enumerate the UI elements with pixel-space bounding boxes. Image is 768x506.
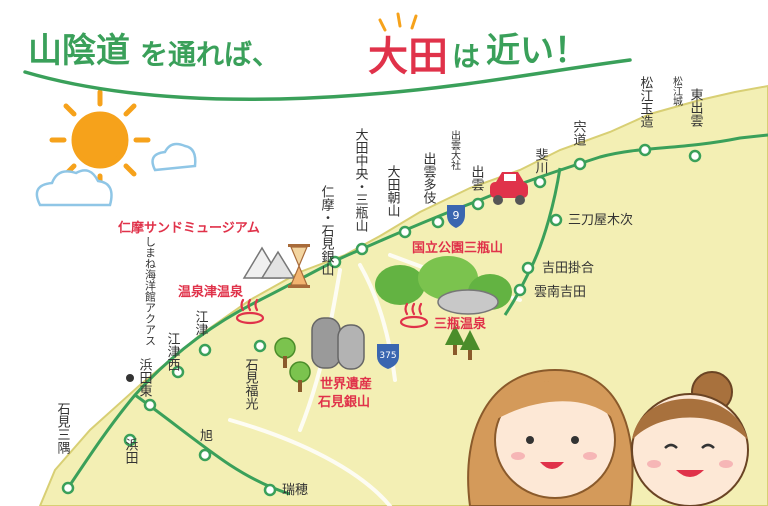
- label-shinji: 宍道: [571, 120, 587, 146]
- station-dot-iwami-fukumitsu: [253, 339, 267, 353]
- hourglass-icon: [288, 244, 310, 288]
- label-hikawa: 斐川: [533, 148, 549, 174]
- label-asahi: 旭: [200, 429, 213, 444]
- sparkle-lines: [378, 12, 418, 32]
- label-sanbe-park: 国立公園三瓶山: [412, 240, 503, 256]
- sanbe-mountains: [375, 256, 512, 315]
- label-sanbe-onsen: 三瓶温泉: [434, 316, 487, 332]
- label-mizuho: 瑞穂: [282, 483, 308, 498]
- station-dot-matsue-tamatsukuri: [638, 143, 652, 157]
- station-dots: [61, 143, 702, 497]
- label-izumo-taisha: 出雲大社: [449, 129, 461, 171]
- station-dot-higashi-izumo: [688, 149, 702, 163]
- station-dot-gotsu: [198, 343, 212, 357]
- sand-museum-icon: [242, 246, 296, 279]
- label-izumo-taki: 出雲多伎: [421, 152, 437, 204]
- onsen-icon-sanbe: [399, 302, 429, 329]
- station-dot-asahi: [198, 448, 212, 462]
- label-izumo: 出雲: [469, 165, 485, 191]
- label-hamada: 浜田: [123, 438, 139, 464]
- label-yoshida: 吉田掛合: [542, 261, 594, 276]
- label-sand-museum: 仁摩サンドミュージアム: [118, 220, 260, 236]
- station-dot-izumo-taki: [431, 215, 445, 229]
- label-world-heritage: 世界遺産: [320, 376, 372, 392]
- label-matsue-tamatsukuri: 松江玉造: [638, 76, 654, 129]
- station-dot-mitoya: [549, 213, 563, 227]
- label-oda-chuo: 大田中央・三瓶山: [353, 128, 369, 232]
- title-underline: [23, 58, 632, 102]
- station-dot-nima: [328, 255, 342, 269]
- title-part5: 近い！: [486, 31, 588, 71]
- label-yunotsu-onsen: 温泉津温泉: [178, 284, 244, 300]
- station-dot-hamada: [123, 433, 137, 447]
- label-oda-asayama: 大田朝山: [385, 165, 401, 217]
- label-iwami-fukumitsu: 石見福光: [243, 358, 259, 410]
- svg-text:9: 9: [453, 209, 460, 222]
- label-gotsu: 江津: [193, 310, 209, 336]
- label-higashi-izumo: 東出雲: [688, 87, 704, 127]
- route-375-shield: 375: [377, 344, 399, 369]
- label-gotsu-nishi: 江津西: [165, 332, 181, 371]
- label-aquas: しまね海洋館アクアス: [144, 236, 157, 346]
- station-dot-iwami-misumi: [61, 481, 75, 495]
- cloud-icon: [35, 142, 197, 207]
- label-unnan: 雲南吉田: [534, 284, 586, 300]
- station-dot-oda-asayama: [398, 225, 412, 239]
- station-dot-aquas: [126, 374, 134, 382]
- title-part4: は: [452, 40, 480, 73]
- character-right: [631, 371, 749, 506]
- route-9-shield: 9: [447, 205, 465, 228]
- station-dot-hikawa: [533, 175, 547, 189]
- station-dot-shinji: [573, 157, 587, 171]
- onsen-icon-yunotsu: [235, 298, 265, 325]
- sun-icon: [49, 89, 151, 191]
- station-dot-unnan: [513, 283, 527, 297]
- car-icon: [490, 172, 528, 205]
- label-mitoya: 三刀屋木次: [568, 212, 633, 228]
- ginzan-rocks: [311, 317, 365, 370]
- trees: [274, 325, 480, 392]
- title-part3: 大田: [368, 34, 448, 80]
- station-dot-hamada-higashi: [143, 398, 157, 412]
- character-left: [467, 368, 634, 506]
- label-matsue-castle: 松江城: [671, 75, 683, 107]
- svg-text:375: 375: [379, 351, 396, 361]
- station-dot-yoshida: [521, 261, 535, 275]
- label-hamada-higashi: 浜田東: [137, 358, 153, 397]
- label-iwami-ginzan: 石見銀山: [317, 394, 370, 410]
- label-nima: 仁摩・石見銀山: [319, 185, 335, 276]
- label-iwami-misumi: 石見三隅: [55, 402, 71, 454]
- station-dot-izumo: [471, 197, 485, 211]
- station-dot-mizuho: [263, 483, 277, 497]
- title-part2: を通れば、: [140, 38, 280, 71]
- station-dot-gotsu-nishi: [171, 365, 185, 379]
- title-part1: 山陰道: [28, 31, 130, 71]
- station-dot-oda-chuo: [355, 242, 369, 256]
